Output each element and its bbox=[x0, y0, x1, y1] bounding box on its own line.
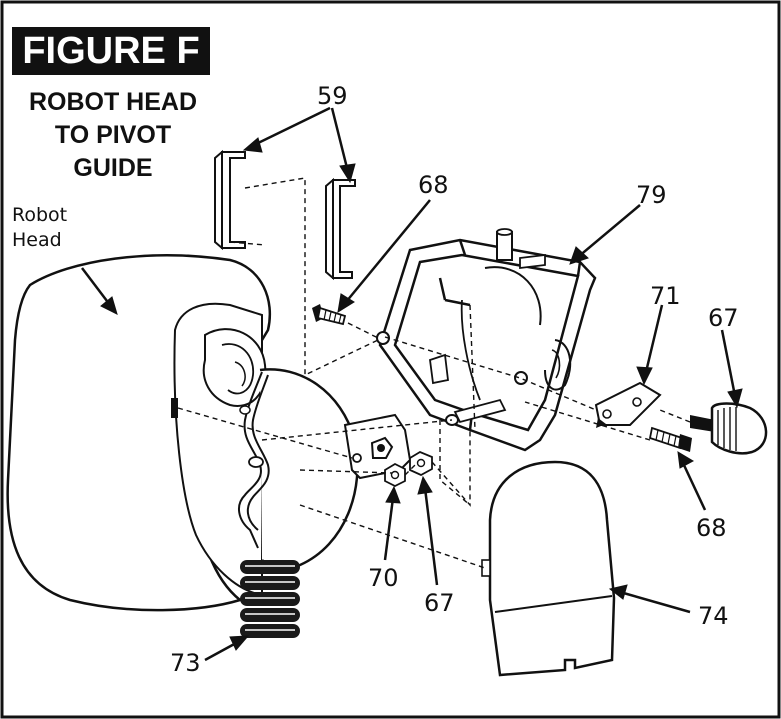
figure-title-line-3: GUIDE bbox=[73, 154, 153, 182]
nut-70 bbox=[384, 462, 406, 488]
label-part-73: 73 bbox=[170, 649, 201, 677]
label-part-59: 59 bbox=[317, 82, 348, 110]
clip-59-left bbox=[221, 151, 246, 249]
label-part-67-bottom: 67 bbox=[424, 589, 455, 617]
spring-73 bbox=[240, 560, 300, 638]
cover-74 bbox=[488, 460, 616, 677]
leader-arrows bbox=[81, 106, 743, 662]
label-part-67-right: 67 bbox=[708, 304, 739, 332]
screw-68-right bbox=[648, 426, 692, 452]
frame-top-post bbox=[496, 231, 513, 261]
label-robot-head-line-1: Robot bbox=[12, 204, 68, 226]
label-part-70: 70 bbox=[368, 564, 399, 592]
knob-67 bbox=[690, 402, 768, 455]
label-part-74: 74 bbox=[698, 602, 729, 630]
pivot-guide-frame-79 bbox=[378, 238, 597, 452]
pivot-bowl bbox=[259, 368, 359, 569]
pivot-plate-71 bbox=[594, 381, 662, 426]
figure-title-line-1: ROBOT HEAD bbox=[28, 88, 198, 116]
clip-59-right bbox=[332, 179, 356, 279]
assembly-guide-lines bbox=[177, 177, 691, 569]
label-part-68-right: 68 bbox=[696, 514, 727, 542]
screw-68-top bbox=[312, 304, 347, 326]
figure-tag: FIGURE F bbox=[12, 27, 210, 75]
label-part-79: 79 bbox=[636, 181, 667, 209]
label-part-71: 71 bbox=[650, 282, 681, 310]
label-part-68-top: 68 bbox=[418, 171, 449, 199]
nut-67-lower bbox=[409, 450, 433, 477]
label-robot-head-line-2: Head bbox=[12, 229, 62, 251]
figure-title-line-2: TO PIVOT bbox=[54, 121, 172, 149]
